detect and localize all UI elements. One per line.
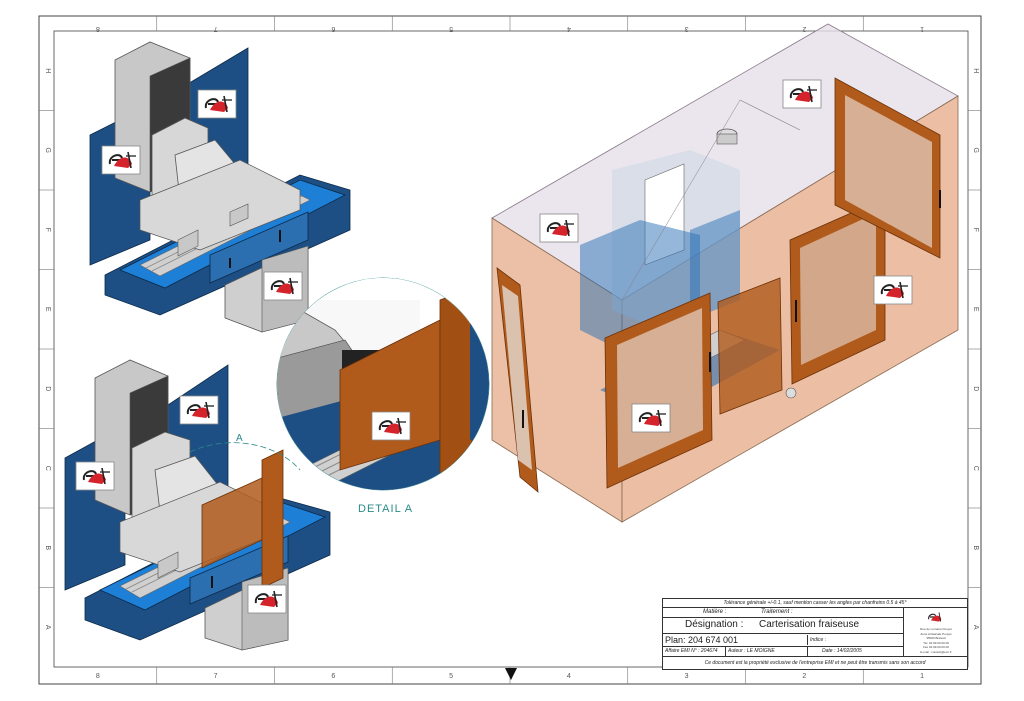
zone-label-row-right: G — [972, 148, 979, 153]
zone-label-column-bottom: 3 — [685, 673, 689, 680]
company-logo-icon — [631, 403, 671, 433]
zone-label-row-right: D — [972, 386, 979, 391]
zone-label-column-top: 4 — [567, 25, 571, 32]
zone-label-column-top: 2 — [802, 25, 806, 32]
company-block: Rue de Lorraine Pouyet Zone Artisanale P… — [904, 608, 967, 656]
zone-label-row-left: B — [44, 545, 51, 550]
company-line: Zone Artisanale Pouyet — [920, 631, 952, 636]
revision-triangle-icon — [505, 668, 517, 680]
zone-label-column-bottom: 1 — [920, 673, 924, 680]
zone-label-row-left: E — [44, 307, 51, 312]
zone-label-row-left: D — [44, 386, 51, 391]
company-logo-icon — [101, 145, 141, 175]
zone-label-column-bottom: 5 — [449, 673, 453, 680]
zone-label-column-top: 3 — [685, 25, 689, 32]
zone-label-row-right: A — [972, 625, 979, 630]
tolerance-note: Tolérance générale +/-0.1, sauf mention … — [663, 599, 967, 608]
drawing-date: Date : 14/02/2005 — [807, 647, 903, 656]
author: Auteur : LE MOIGNE — [725, 647, 793, 656]
zone-label-column-top: 1 — [920, 25, 924, 32]
detail-caption: DETAIL A — [358, 503, 413, 515]
plan-number: Plan: 204 674 001 — [665, 635, 739, 645]
company-logo-icon — [539, 213, 579, 243]
zone-label-row-left: G — [44, 148, 51, 153]
matiere-label: Matière : — [703, 609, 727, 615]
detail-marker-label: A — [236, 433, 243, 444]
zone-label-row-left: A — [44, 625, 51, 630]
company-line: Fax 02.99.00.00.00 — [923, 645, 949, 649]
zone-label-column-bottom: 4 — [567, 673, 571, 680]
company-line: Rue de Lorraine Pouyet — [920, 627, 952, 631]
zone-label-column-bottom: 6 — [331, 673, 335, 680]
designation-label: Désignation : — [685, 619, 744, 630]
zone-label-column-top: 8 — [96, 25, 100, 32]
affaire-number: Affaire EMI N° : 204674 — [665, 648, 718, 654]
company-logo-icon — [197, 89, 237, 119]
machine-view-top-left — [89, 41, 351, 333]
company-line: 35000 Bréteuil — [926, 636, 946, 640]
zone-label-row-right: E — [972, 307, 979, 312]
company-logo-icon — [179, 395, 219, 425]
zone-label-column-bottom: 2 — [802, 673, 806, 680]
zone-label-column-bottom: 7 — [214, 673, 218, 680]
zone-label-row-right: H — [972, 68, 979, 73]
zone-label-row-left: F — [44, 228, 51, 232]
zone-label-row-right: C — [972, 466, 979, 471]
title-block: Tolérance générale +/-0.1, sauf mention … — [662, 598, 968, 670]
zone-label-column-top: 6 — [331, 25, 335, 32]
zone-label-column-bottom: 8 — [96, 673, 100, 680]
zone-label-column-top: 5 — [449, 25, 453, 32]
ownership-footer: Ce document est la propriété exclusive d… — [704, 660, 926, 666]
zone-label-row-right: F — [972, 228, 979, 232]
zone-label-column-top: 7 — [214, 25, 218, 32]
indice-label: Indice : — [807, 635, 867, 645]
zone-label-row-right: B — [972, 545, 979, 550]
designation-value: Carterisation fraiseuse — [759, 619, 860, 630]
company-logo-icon — [928, 612, 942, 622]
traitement-label: Traitement : — [761, 609, 793, 615]
company-logo-icon — [263, 271, 303, 301]
company-logo-icon — [247, 584, 287, 614]
company-logo-icon — [782, 79, 822, 109]
enclosure-view — [491, 23, 959, 523]
company-line: Tél. 02.99.00.00.00 — [923, 640, 949, 645]
company-logo-icon — [75, 461, 115, 491]
zone-label-row-left: H — [44, 68, 51, 73]
detail-a-view — [276, 277, 490, 491]
company-line: E-mail : contact@emi.fr — [920, 649, 952, 654]
machine-view-bottom-left: A — [64, 359, 331, 651]
company-logo-icon — [371, 411, 411, 441]
zone-label-row-left: C — [44, 466, 51, 471]
company-address: Rue de Lorraine Pouyet Zone Artisanale P… — [906, 627, 966, 655]
company-logo-icon — [873, 275, 913, 305]
